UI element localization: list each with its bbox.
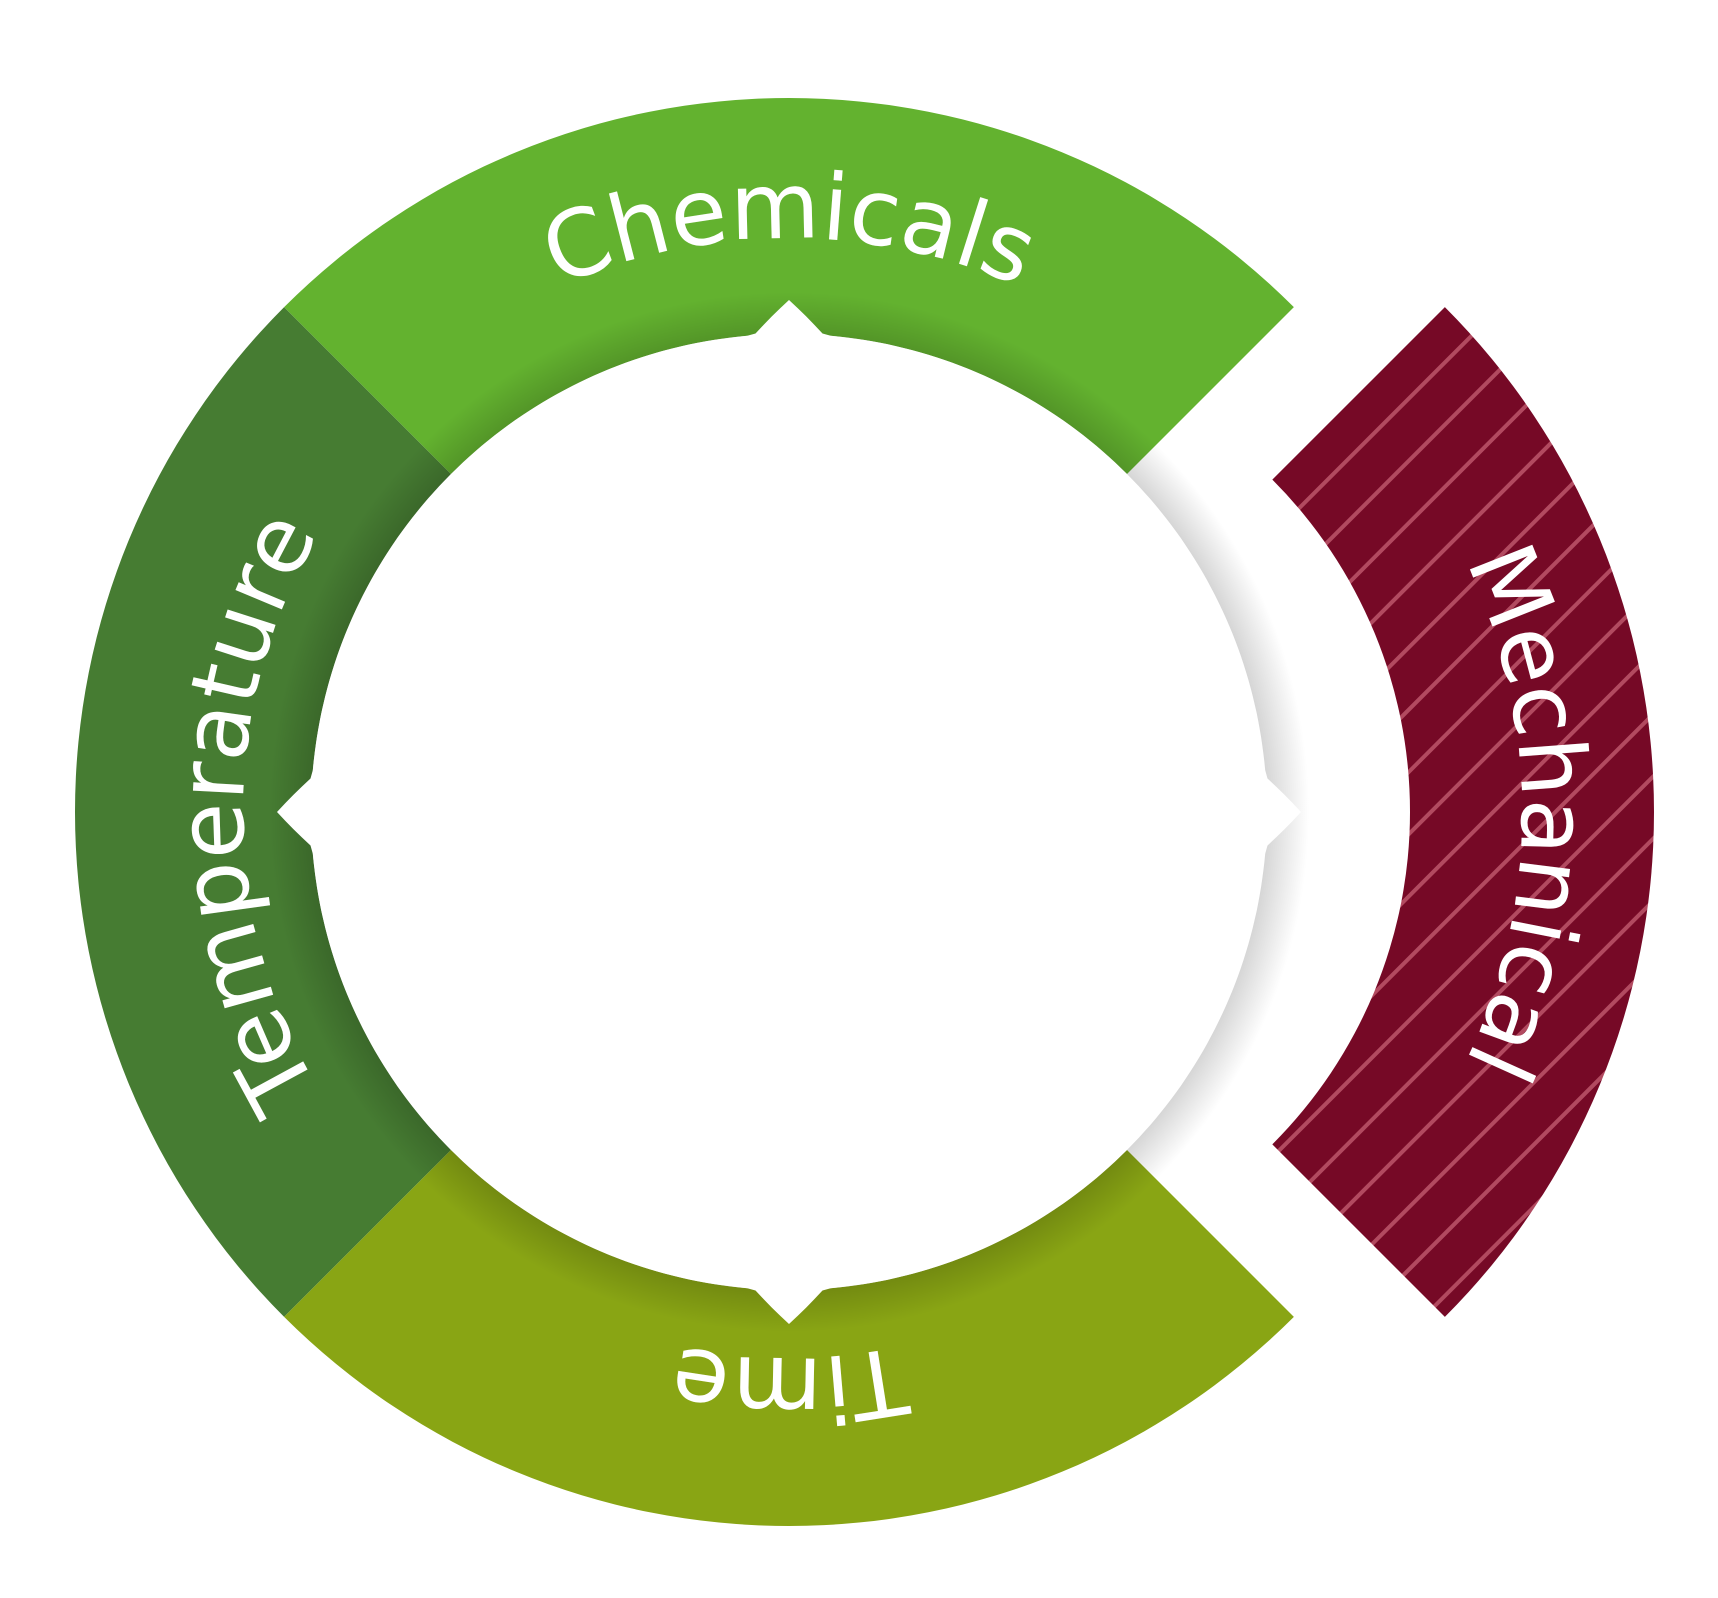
label-time: Time xyxy=(664,1325,915,1444)
segment-mechanical xyxy=(1272,307,1654,1317)
center-circle xyxy=(277,300,1301,1324)
